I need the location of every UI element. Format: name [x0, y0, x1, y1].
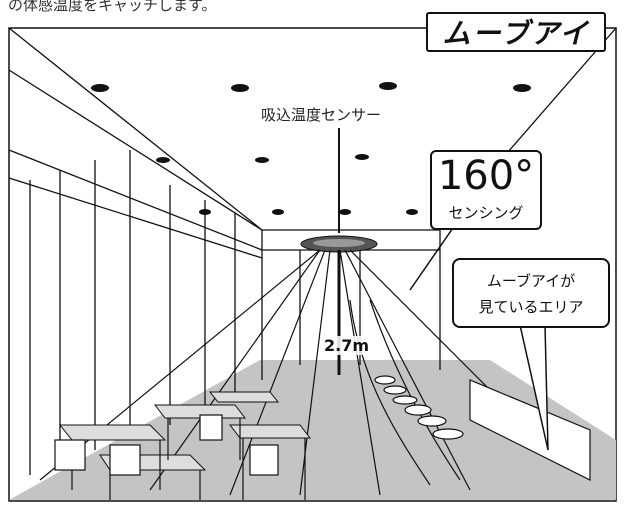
sensing-callout: 160° センシング — [430, 150, 542, 230]
top-caption: の体感温度をキャッチします。 — [8, 0, 217, 14]
sensing-pointer — [409, 224, 456, 291]
view-area-line2: 見ているエリア — [478, 298, 584, 316]
counter — [469, 379, 591, 481]
brand-logo-box: ムーブアイ — [426, 12, 606, 52]
stools — [374, 375, 464, 440]
sensor-label: 吸込温度センサー — [261, 106, 382, 124]
chairs — [54, 414, 279, 476]
ceiling-lights — [91, 82, 531, 215]
room-perspective — [8, 27, 617, 475]
view-area-line1: ムーブアイが — [486, 272, 576, 290]
sensing-angle: 160° — [437, 153, 535, 199]
view-area-callout: ムーブアイが 見ているエリア — [452, 258, 610, 328]
brand-logo: ムーブアイ — [442, 17, 590, 50]
ceiling-height-label: 2.7m — [322, 336, 372, 355]
sensing-label: センシング — [448, 204, 524, 222]
